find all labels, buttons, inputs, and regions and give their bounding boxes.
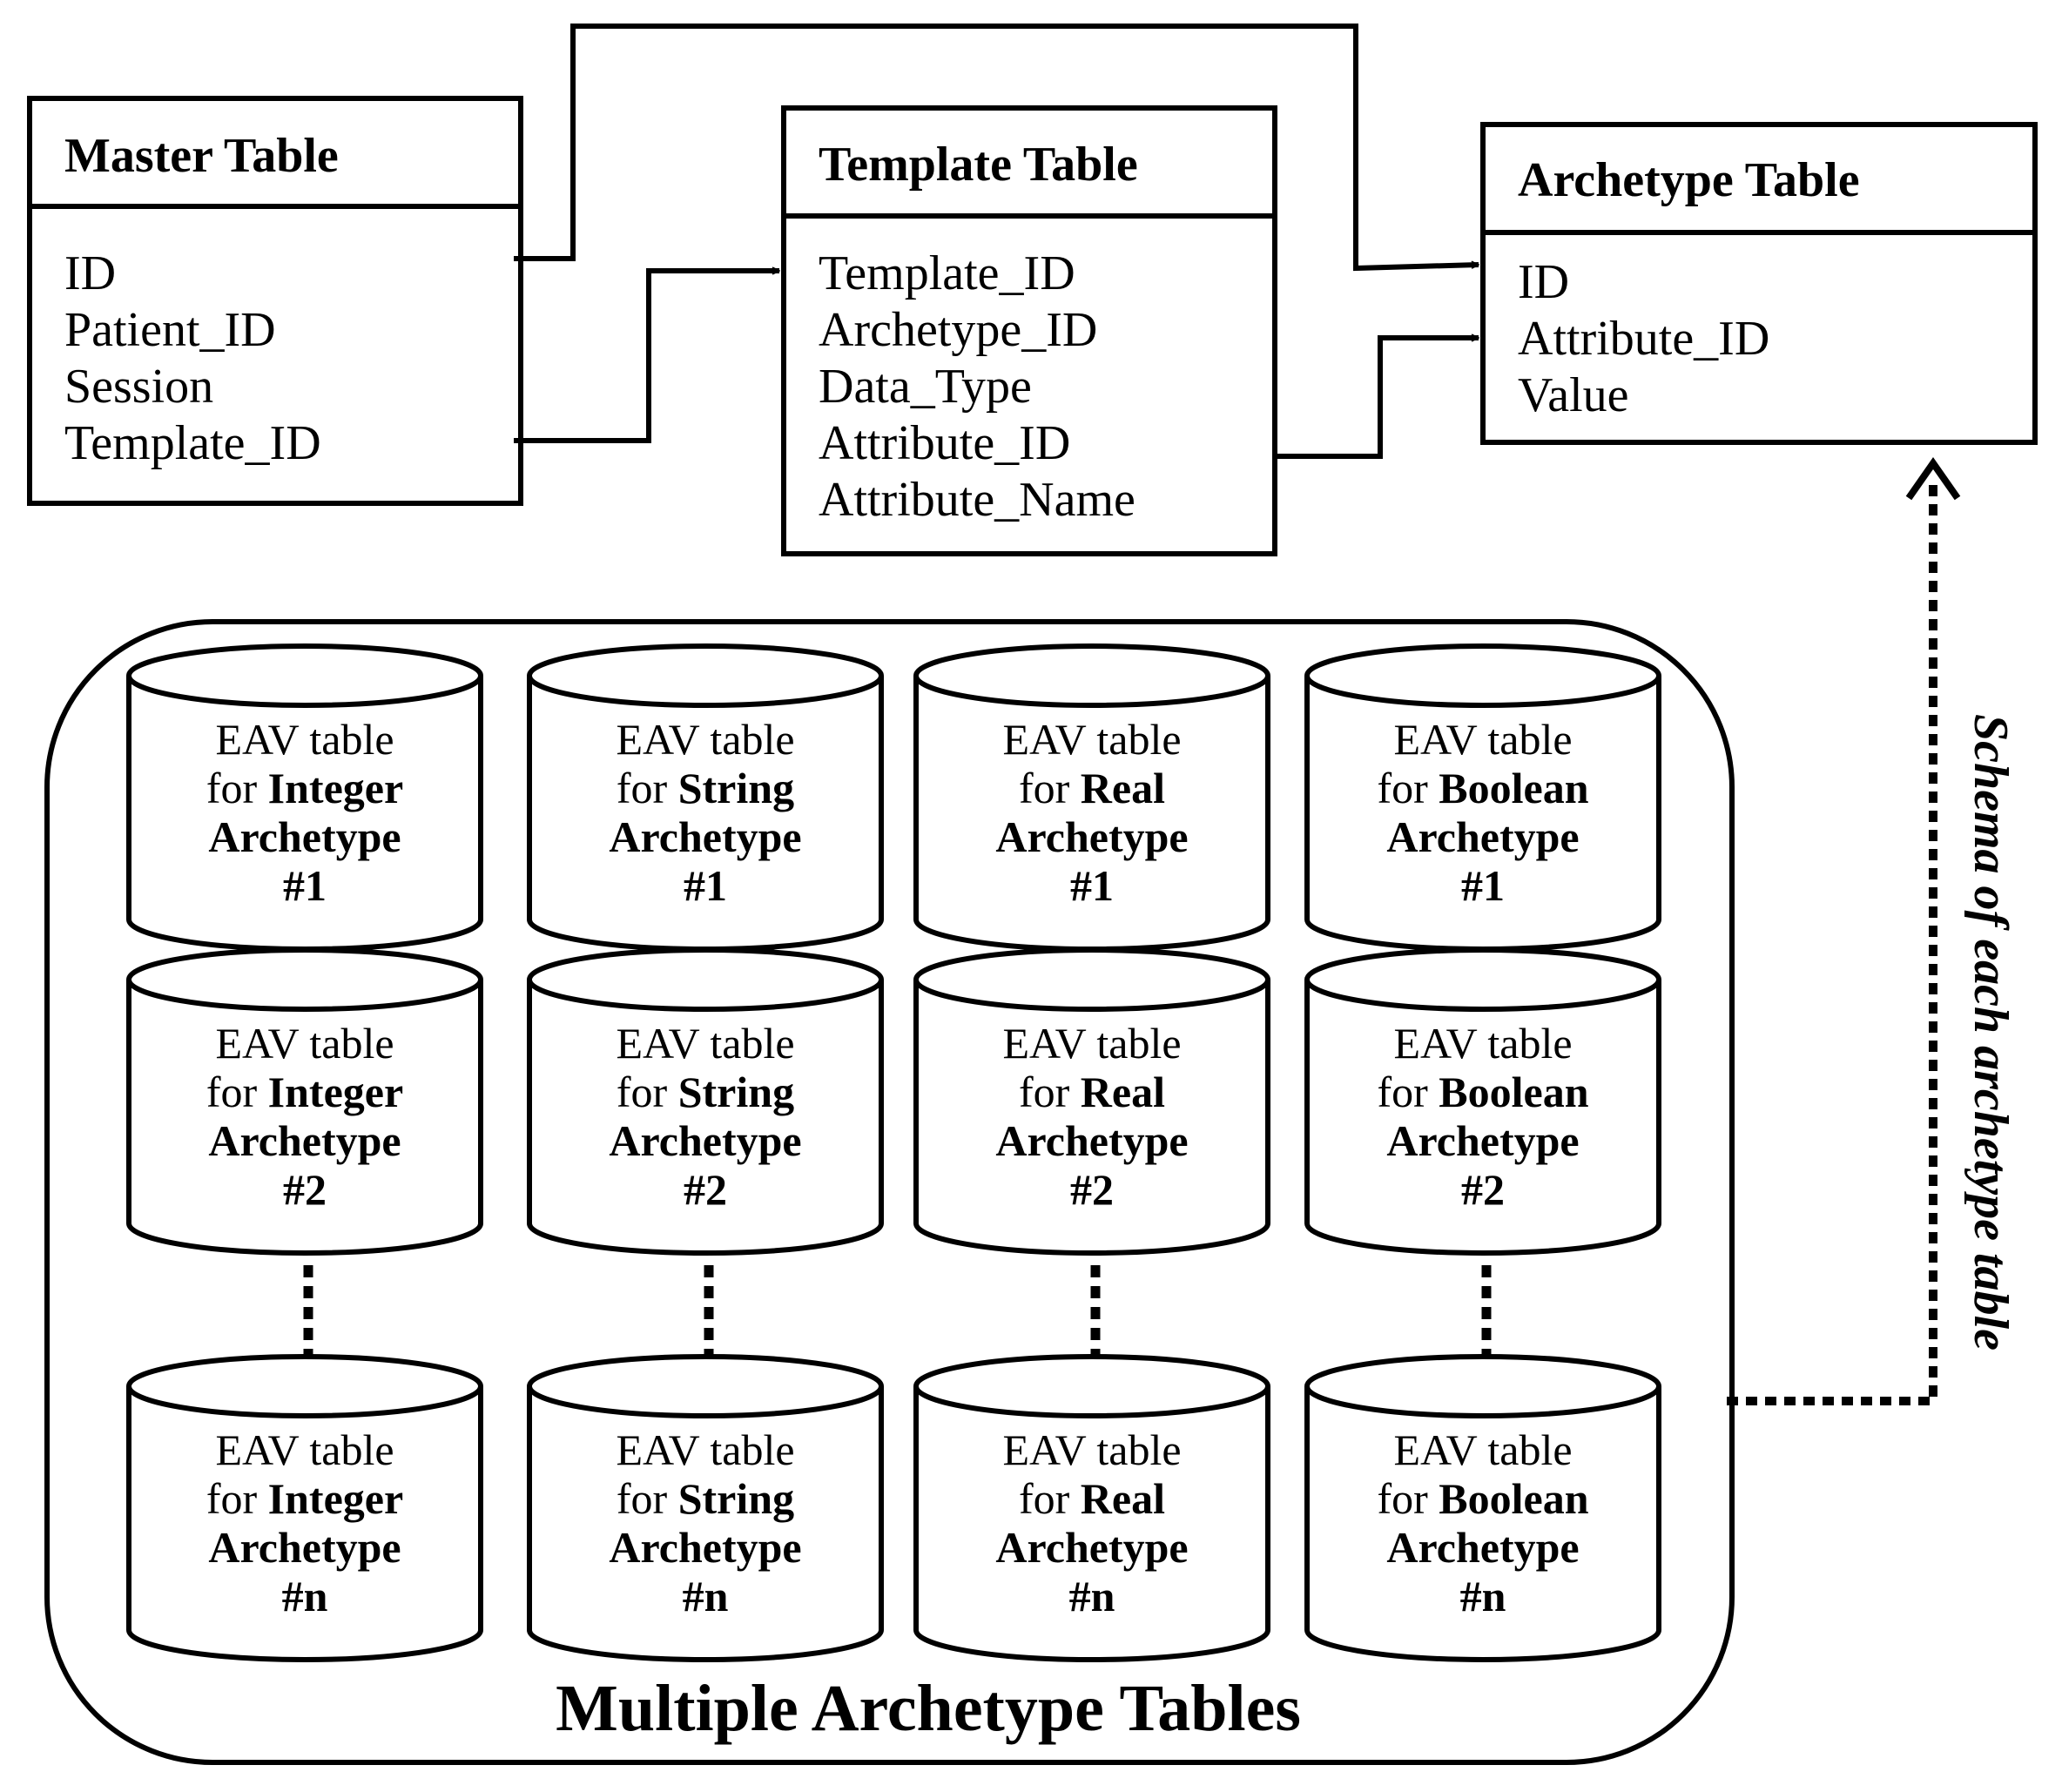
eav-label-line: for Integer: [206, 764, 403, 812]
eav-label-line: EAV table: [1002, 1425, 1181, 1474]
eav-label-line: for Real: [1019, 1474, 1165, 1523]
eav-label-line: #2: [684, 1165, 727, 1214]
archetype-table: Archetype Table ID Attribute_ID Value: [1480, 122, 2038, 445]
archetype-field-value: Value: [1518, 368, 1629, 422]
eav-label-line: EAV table: [1393, 715, 1572, 764]
master-table: Master Table ID Patient_ID Session Templ…: [27, 96, 523, 506]
eav-label-line: for Real: [1019, 764, 1165, 812]
eav-label-line: for Integer: [206, 1474, 403, 1523]
template-table-title: Template Table: [819, 138, 1138, 192]
link-template-attribute-id-to-archetype: [1275, 338, 1479, 459]
eav-label-line: for Boolean: [1377, 764, 1588, 812]
eav-label-line: #2: [1070, 1165, 1114, 1214]
archetype-field-attribute-id: Attribute_ID: [1518, 312, 1769, 366]
group-title: Multiple Archetype Tables: [556, 1672, 1301, 1745]
eav-label-line: #1: [1070, 861, 1114, 910]
eav-label-line: #2: [283, 1165, 327, 1214]
eav-label-line: EAV table: [616, 715, 794, 764]
eav-label-line: for String: [617, 1474, 794, 1523]
eav-label-line: EAV table: [215, 1019, 394, 1068]
eav-label-line: EAV table: [1002, 715, 1181, 764]
eav-label-line: #1: [283, 861, 327, 910]
eav-label-line: EAV table: [215, 715, 394, 764]
eav-label-line: Archetype: [995, 812, 1188, 861]
template-field-template-id: Template_ID: [819, 246, 1075, 300]
eav-label-line: Archetype: [208, 812, 401, 861]
schema-note: Schema of each archetype table: [1964, 714, 2018, 1351]
template-field-attribute-name: Attribute_Name: [819, 473, 1135, 527]
template-field-archetype-id: Archetype_ID: [819, 303, 1097, 357]
eav-label-line: #n: [1069, 1572, 1115, 1620]
eav-label-line: Archetype: [609, 1523, 801, 1572]
eav-label-line: Archetype: [995, 1523, 1188, 1572]
eav-label-line: EAV table: [1002, 1019, 1181, 1068]
master-field-session: Session: [64, 360, 213, 414]
eav-label-line: #n: [1460, 1572, 1506, 1620]
eav-label-line: Archetype: [609, 812, 801, 861]
eav-label-line: EAV table: [1393, 1019, 1572, 1068]
master-table-title: Master Table: [64, 129, 339, 183]
eav-label-line: Archetype: [1386, 812, 1579, 861]
eav-label-line: EAV table: [1393, 1425, 1572, 1474]
eav-label-line: EAV table: [616, 1019, 794, 1068]
master-field-patient-id: Patient_ID: [64, 303, 276, 357]
template-field-data-type: Data_Type: [819, 360, 1032, 414]
eav-label-line: #n: [683, 1572, 729, 1620]
template-field-attribute-id: Attribute_ID: [819, 416, 1070, 470]
eav-label-line: for String: [617, 1068, 794, 1116]
eav-label-line: for Integer: [206, 1068, 403, 1116]
eav-label-line: Archetype: [1386, 1116, 1579, 1165]
eav-label-line: #1: [1461, 861, 1505, 910]
eav-label-line: Archetype: [208, 1523, 401, 1572]
link-master-id-to-archetype-id: [514, 24, 1479, 272]
eav-label-line: #2: [1461, 1165, 1505, 1214]
schema-connector: [1727, 457, 1961, 1405]
eav-label-line: #1: [684, 861, 727, 910]
eav-label-line: Archetype: [609, 1116, 801, 1165]
link-master-template-id-to-template: [514, 271, 779, 443]
eav-label-line: for Boolean: [1377, 1068, 1588, 1116]
eav-label-line: #n: [282, 1572, 328, 1620]
eav-label-line: EAV table: [616, 1425, 794, 1474]
eav-label-line: for Boolean: [1377, 1474, 1588, 1523]
eav-label-line: Archetype: [995, 1116, 1188, 1165]
eav-label-line: for Real: [1019, 1068, 1165, 1116]
eav-label-line: EAV table: [215, 1425, 394, 1474]
archetype-table-title: Archetype Table: [1518, 153, 1860, 207]
master-field-template-id: Template_ID: [64, 416, 321, 470]
archetype-field-id: ID: [1518, 255, 1569, 309]
eav-label-line: Archetype: [208, 1116, 401, 1165]
archetype-tables-group: [44, 619, 1735, 1765]
eav-label-line: for String: [617, 764, 794, 812]
eav-label-line: Archetype: [1386, 1523, 1579, 1572]
master-field-id: ID: [64, 246, 116, 300]
template-table: Template Table Template_ID Archetype_ID …: [781, 105, 1277, 556]
